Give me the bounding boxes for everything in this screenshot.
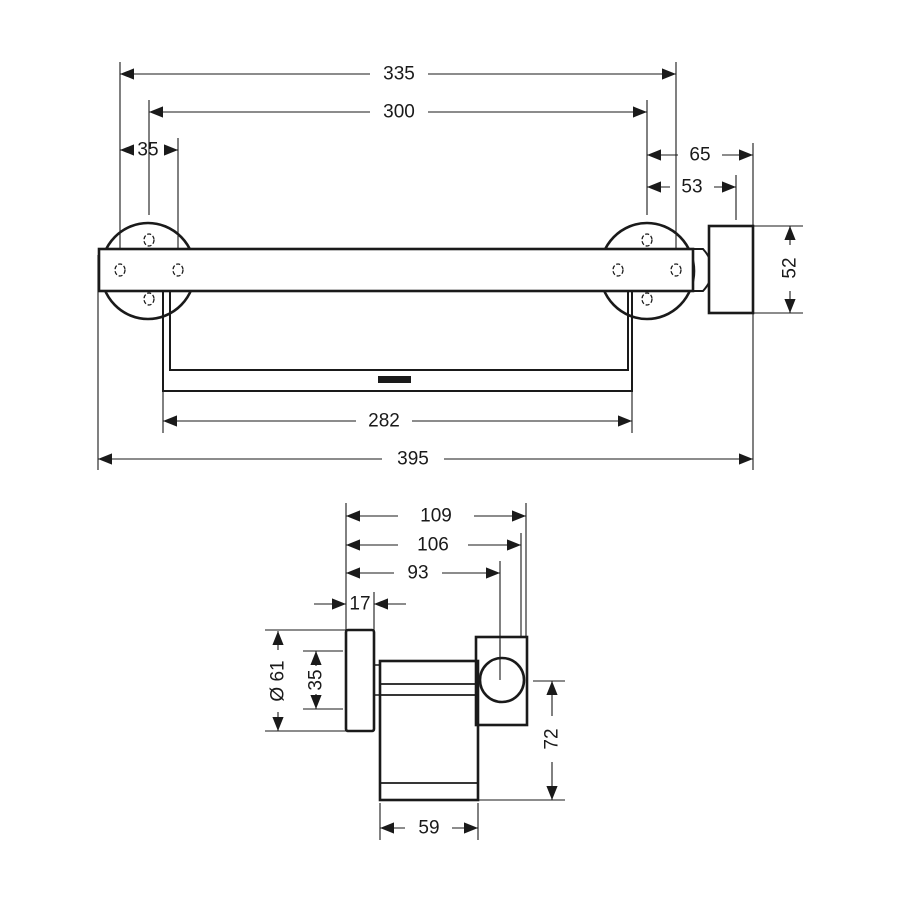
brand-logo-plate [378,376,411,383]
dimension-lines-front [98,68,796,465]
shower-holder-bracket [707,224,755,315]
dim-93: 93 [407,563,428,584]
tray [162,291,633,392]
dim-52: 52 [780,257,801,278]
dim-35-holes: 35 [137,140,158,161]
dim-395: 395 [397,449,429,470]
side-holder-bracket [474,635,529,727]
side-holder-ring [478,656,526,704]
dim-335: 335 [383,64,415,85]
dimension-lines-side [272,510,558,834]
dim-59: 59 [418,818,439,839]
dim-282: 282 [368,411,400,432]
dim-17: 17 [349,594,370,615]
dim-35-bar: 35 [306,669,327,690]
side-tray [378,659,480,802]
mounting-holes [114,233,682,306]
dim-300: 300 [383,102,415,123]
dim-diameter-61: Ø 61 [268,660,289,701]
side-bar-lines [380,683,478,784]
dim-65: 65 [689,145,710,166]
side-view: 109 106 93 17 Ø 61 35 72 59 [265,503,565,840]
dim-106: 106 [417,535,449,556]
dim-53: 53 [681,177,702,198]
dim-109: 109 [420,506,452,527]
extension-lines-side [265,503,565,840]
front-view: 335 300 35 65 53 52 282 395 [97,62,803,470]
dim-72: 72 [542,728,563,749]
side-rosette [344,628,376,733]
grab-bar [97,247,695,293]
